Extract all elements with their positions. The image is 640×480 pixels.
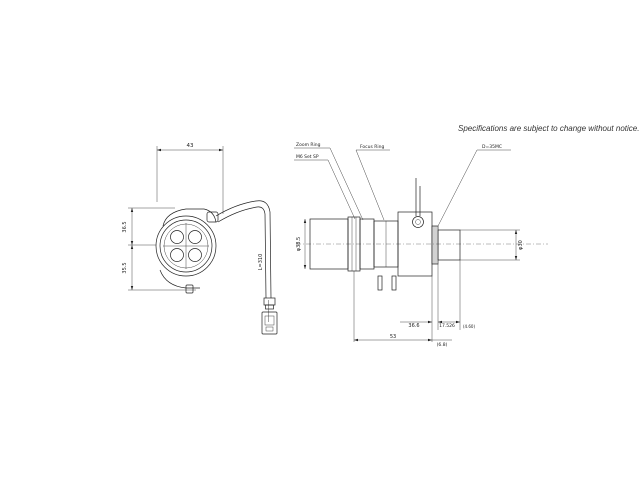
dim-cable-length: L=310 xyxy=(258,254,264,271)
label-mount: D=35MC xyxy=(482,144,502,150)
label-iris-ring: M6 Set SP xyxy=(296,154,319,160)
dim-total-length: 53 xyxy=(390,334,396,340)
dim-lower: 35.5 xyxy=(122,262,128,273)
front-view: 43 36.5 35.5 L=310 xyxy=(122,143,278,335)
dim-upper: 36.5 xyxy=(122,221,128,232)
dim-back-focus: 17.526 xyxy=(439,323,455,329)
dim-flange: (6.8) xyxy=(437,342,448,348)
label-zoom-ring: Zoom Ring xyxy=(296,142,321,148)
dim-side-note: (4.60) xyxy=(463,324,475,329)
dim-front-diameter: φ38.5 xyxy=(296,237,302,251)
dim-width: 43 xyxy=(187,143,194,149)
spec-notice: Specifications are subject to change wit… xyxy=(458,124,640,133)
side-view: Zoom Ring M6 Set SP Focus Ring D=35MC xyxy=(294,142,548,348)
dim-rear-diameter: φ30 xyxy=(518,240,524,250)
label-focus-ring: Focus Ring xyxy=(360,144,385,150)
dim-mid: 36.6 xyxy=(408,323,419,329)
